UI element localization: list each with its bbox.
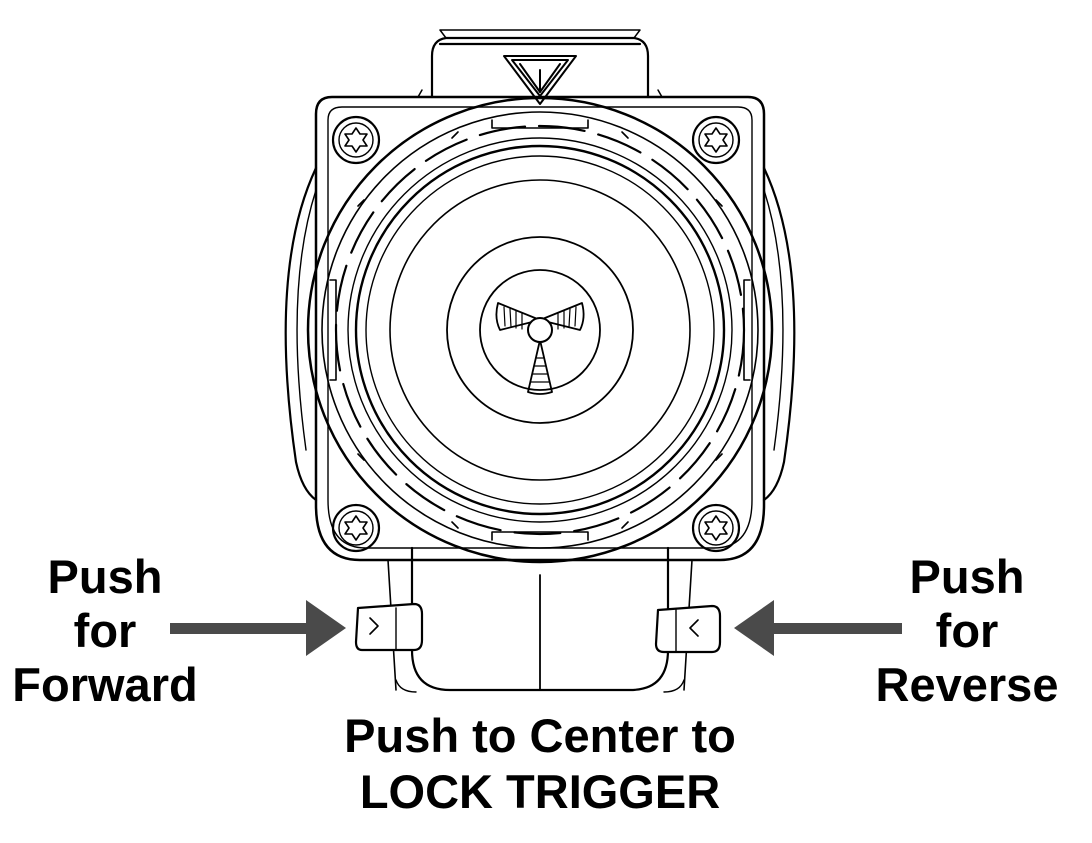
arrow-reverse <box>734 600 902 656</box>
arrow-forward <box>170 600 346 656</box>
motor-housing <box>314 95 766 562</box>
side-covers <box>284 166 796 502</box>
arrow-icon <box>170 623 310 634</box>
forward-label-line-1: Push <box>47 550 163 603</box>
screw-bottom-left <box>331 503 381 553</box>
lock-trigger-label-line-2: LOCK TRIGGER <box>359 765 721 818</box>
reverse-label: Push for Reverse <box>862 553 1072 715</box>
torx-screw-icon <box>344 127 368 153</box>
lock-trigger-label: Push to Center to LOCK TRIGGER <box>290 712 790 824</box>
screw-top-right <box>691 115 741 165</box>
torx-screw-icon <box>704 515 728 541</box>
reverse-label-line-2: for <box>935 604 999 657</box>
torx-screw-icon <box>704 127 728 153</box>
ring-notches <box>329 119 751 541</box>
reverse-label-line-1: Push <box>909 550 1025 603</box>
forward-label: Push for Forward <box>0 553 210 715</box>
arrow-icon <box>770 623 902 634</box>
torx-screw-icon <box>344 515 368 541</box>
handle <box>387 546 693 693</box>
fan-hub <box>495 302 585 395</box>
top-housing <box>417 29 663 99</box>
triangle-marker-icon <box>503 55 577 105</box>
switch-knob-left <box>354 602 424 652</box>
forward-label-line-2: for <box>73 604 137 657</box>
screw-top-left <box>331 115 381 165</box>
screw-bottom-right <box>691 503 741 553</box>
reverse-label-line-3: Reverse <box>875 658 1059 711</box>
switch-knob-right <box>654 604 722 654</box>
forward-label-line-3: Forward <box>12 658 198 711</box>
lock-trigger-label-line-1: Push to Center to <box>344 709 736 762</box>
